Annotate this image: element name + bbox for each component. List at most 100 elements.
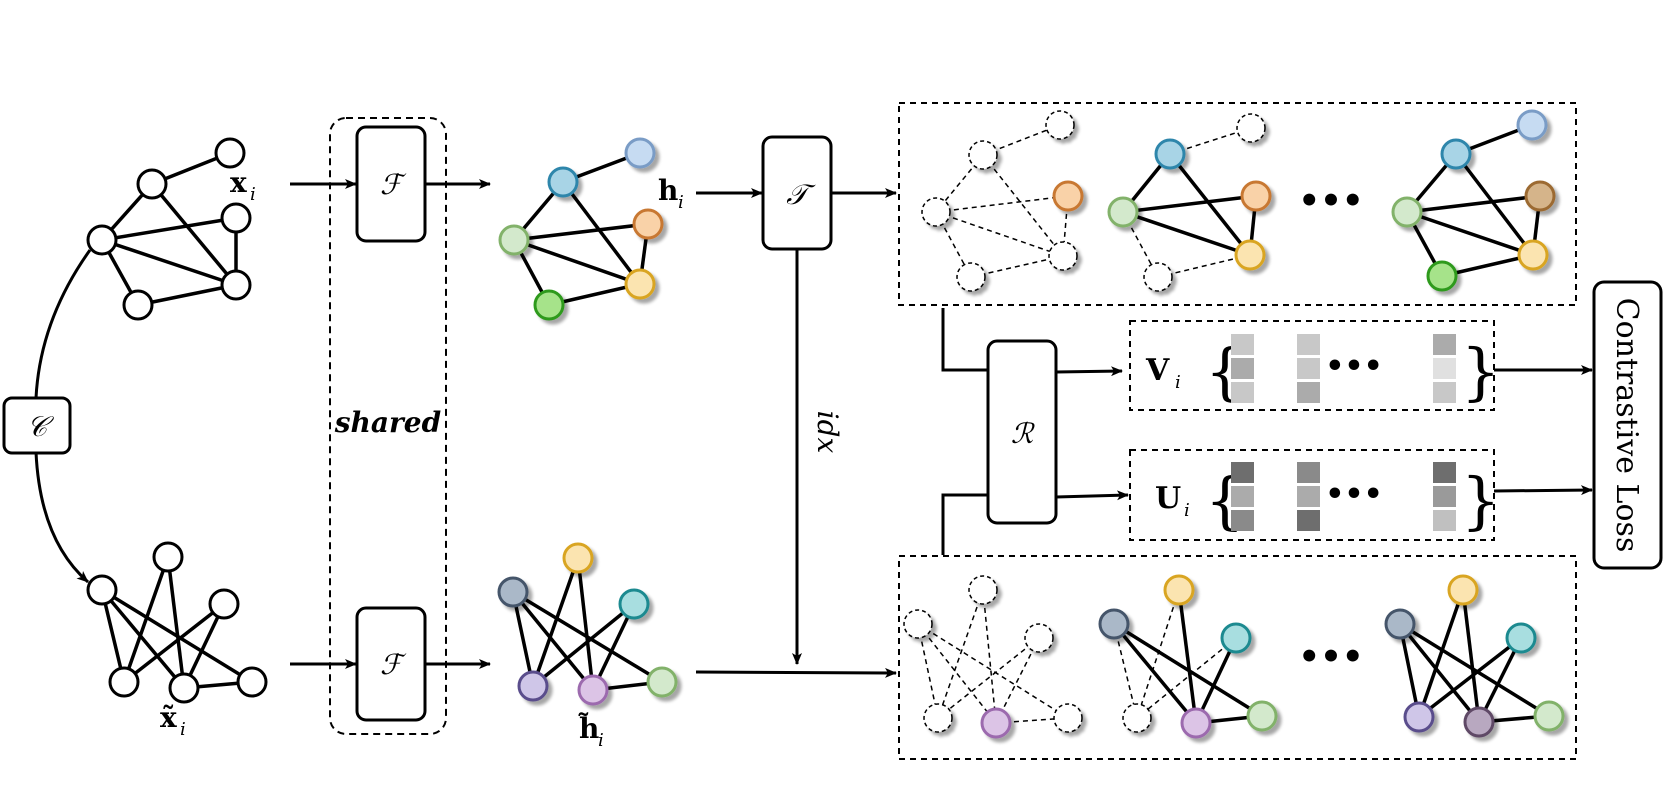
vector-cell xyxy=(1433,334,1456,355)
label-v-sub: i xyxy=(1175,372,1181,393)
vector-cell xyxy=(1231,382,1254,403)
label-contrastive-loss: Contrastive Loss xyxy=(1609,298,1644,553)
bottom-subgraph-1-nodes xyxy=(903,575,1083,739)
u-vector-columns xyxy=(1231,462,1456,531)
shared-region xyxy=(329,117,447,735)
u-ellipsis: ••• xyxy=(1325,477,1383,512)
vector-cell xyxy=(1231,358,1254,379)
label-h-tilde: h̃ xyxy=(578,712,599,745)
input-graph-x-tilde xyxy=(100,556,253,690)
node-light-blue xyxy=(624,137,656,169)
bottom-subgraph-ellipsis: ••• xyxy=(1298,637,1363,677)
node-teal xyxy=(1505,622,1537,654)
node-purple xyxy=(980,707,1012,739)
label-h-sub: i xyxy=(678,192,684,213)
input-graph-x-tilde-nodes xyxy=(86,541,268,704)
node-slate xyxy=(1098,608,1130,640)
node-purple xyxy=(1180,707,1212,739)
node-teal xyxy=(618,588,650,620)
v-right-brace: } xyxy=(1461,335,1500,408)
node-teal xyxy=(1220,622,1252,654)
top-subgraph-1-nodes xyxy=(921,110,1084,292)
node-blue xyxy=(1440,138,1472,170)
node-light-green xyxy=(498,224,530,256)
node-empty xyxy=(1143,262,1173,292)
node-slate xyxy=(1384,608,1416,640)
embedded-graph-h-tilde xyxy=(511,557,663,692)
node-empty xyxy=(923,703,953,733)
arrow-x-to-c xyxy=(34,249,92,399)
label-x-sub: i xyxy=(250,184,256,205)
label-u: U xyxy=(1155,481,1181,516)
node-light-green xyxy=(1107,196,1139,228)
node-yellow xyxy=(1447,574,1479,606)
node-lavender xyxy=(517,670,549,702)
label-h: h xyxy=(658,174,678,207)
label-r: ℛ xyxy=(1011,417,1035,450)
node-yellow xyxy=(562,542,594,574)
vector-cell xyxy=(1297,462,1320,483)
node-empty xyxy=(921,197,951,227)
node-yellow xyxy=(624,268,656,300)
vector-cell xyxy=(1297,358,1320,379)
top-subgraph-ellipsis: ••• xyxy=(1298,181,1363,221)
node-blue xyxy=(547,166,579,198)
vector-cell xyxy=(1297,486,1320,507)
node-mauve xyxy=(1463,706,1495,738)
arrow-h-tilde-to-subgraphs xyxy=(695,667,897,678)
label-v: V xyxy=(1145,353,1170,388)
vector-cell xyxy=(1433,510,1456,531)
vector-cell xyxy=(1231,334,1254,355)
node-light-green xyxy=(646,666,678,698)
node-yellow xyxy=(1517,239,1549,271)
vector-cell xyxy=(1297,382,1320,403)
label-x: x xyxy=(230,166,247,199)
label-shared: shared xyxy=(334,406,441,439)
arrow-u-to-loss xyxy=(1493,485,1593,496)
top-subgraph-2-nodes xyxy=(1107,113,1272,292)
node-light-blue xyxy=(1516,109,1548,141)
node-empty xyxy=(1024,623,1054,653)
label-x-tilde: x̃ xyxy=(160,701,177,734)
augmentation-c-box xyxy=(2,396,72,455)
vector-cell xyxy=(1231,462,1254,483)
contrastive-loss-box xyxy=(1592,280,1663,570)
node-purple xyxy=(577,674,609,706)
bottom-subgraph-3-nodes xyxy=(1384,574,1565,738)
label-h-tilde-sub: i xyxy=(598,730,604,751)
vector-cell xyxy=(1433,486,1456,507)
label-u-sub: i xyxy=(1184,500,1190,521)
vector-cell xyxy=(1231,486,1254,507)
top-subgraph-1-edges xyxy=(935,124,1069,278)
top-subgraph-3-nodes xyxy=(1391,109,1556,292)
u-vectors-box xyxy=(1129,449,1495,541)
node-yellow xyxy=(1163,574,1195,606)
node-empty xyxy=(903,609,933,639)
node-light-green xyxy=(1246,700,1278,732)
v-vector-columns xyxy=(1231,334,1456,403)
connector-bottom-panel-to-r xyxy=(941,493,988,555)
node-empty xyxy=(1236,113,1266,143)
module-r-box xyxy=(986,339,1058,525)
input-graph-x-nodes xyxy=(86,137,252,321)
input-graph-x xyxy=(100,151,238,307)
node-green xyxy=(533,289,565,321)
embedded-graph-h-tilde-nodes xyxy=(497,542,678,706)
node-empty xyxy=(956,262,986,292)
vector-cell xyxy=(1433,462,1456,483)
vector-cell xyxy=(1433,358,1456,379)
node-empty xyxy=(1045,110,1075,140)
node-empty xyxy=(1122,703,1152,733)
v-vectors-box xyxy=(1129,320,1495,411)
vector-cell xyxy=(1297,334,1320,355)
arrow-r-to-v xyxy=(1055,366,1123,377)
arrow-c-to-x-tilde xyxy=(34,451,89,584)
node-yellow xyxy=(1234,239,1266,271)
embedded-graph-h-nodes xyxy=(498,137,664,321)
node-green xyxy=(1426,260,1458,292)
u-right-brace: } xyxy=(1461,464,1500,537)
bottom-subgraph-2-edges xyxy=(1112,589,1263,725)
connector-top-panel-to-r xyxy=(941,308,988,372)
bottom-subgraph-3-edges xyxy=(1398,589,1550,724)
vector-cell xyxy=(1231,510,1254,531)
